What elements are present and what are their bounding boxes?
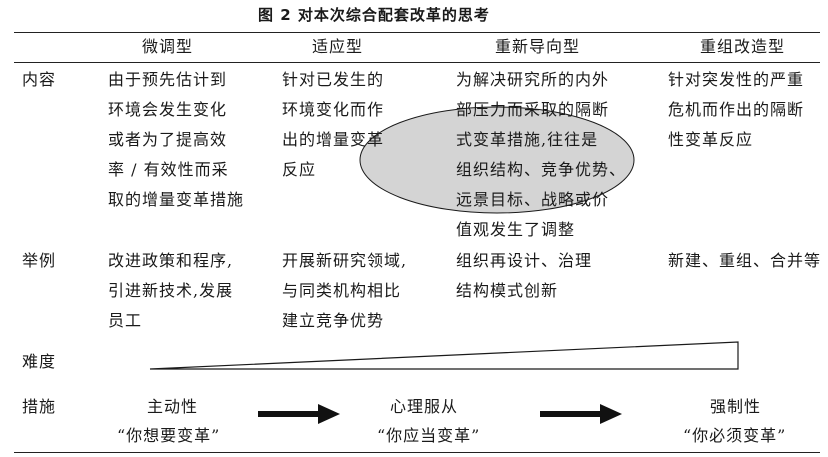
cell-line: 与同类机构相比 — [282, 281, 402, 300]
cell-line: 环境会发生变化 — [108, 100, 228, 119]
measure-quote-mandatory: “你必须变革” — [683, 426, 787, 445]
cell-line: 取的增量变革措施 — [108, 190, 245, 209]
cell-line: 式变革措施,往往是 — [456, 130, 599, 149]
cell-line: 开展新研究领域, — [282, 251, 408, 270]
arrow-right-icon-1 — [258, 404, 340, 424]
measure-quote-proactive: “你想要变革” — [117, 426, 221, 445]
cell-line: 出的增量变革 — [282, 130, 385, 149]
cell-line: 员工 — [108, 311, 143, 330]
measure-title-proactive: 主动性 — [147, 397, 199, 416]
content-cell-fine-tuning: 由于预先估计到 环境会发生变化 或者为了提高效 率 / 有效性而采 取的增量变革… — [108, 65, 244, 215]
cell-line: 部压力而采取的隔断 — [456, 100, 610, 119]
row-label-difficulty: 难度 — [22, 352, 57, 371]
cell-line: 组织再设计、治理 — [456, 251, 593, 270]
cell-line: 结构模式创新 — [456, 281, 559, 300]
cell-line: 引进新技术,发展 — [108, 281, 234, 300]
cell-line: 远景目标、战略或价 — [456, 190, 610, 209]
highlight-ellipse — [359, 106, 635, 214]
column-header-fine-tuning: 微调型 — [142, 37, 194, 56]
header-rule — [14, 62, 820, 63]
example-cell-fine-tuning: 改进政策和程序, 引进新技术,发展 员工 — [108, 246, 233, 336]
cell-line: 率 / 有效性而采 — [108, 160, 229, 179]
example-cell-reorientation: 组织再设计、治理 结构模式创新 — [456, 246, 592, 306]
content-cell-adaptive: 针对已发生的 环境变化而作 出的增量变革 反应 — [282, 65, 384, 185]
figure-caption: 图 2 对本次综合配套改革的思考 — [258, 6, 490, 24]
column-header-adaptive: 适应型 — [312, 37, 364, 56]
example-cell-restructuring: 新建、重组、合并等 — [668, 246, 821, 276]
column-header-restructuring: 重组改造型 — [700, 37, 786, 56]
table-top-rule — [14, 32, 820, 33]
cell-line: 反应 — [282, 160, 317, 179]
content-cell-restructuring: 针对突发性的严重 危机而作出的隔断 性变革反应 — [668, 65, 804, 155]
cell-line: 环境变化而作 — [282, 100, 385, 119]
row-label-content: 内容 — [22, 70, 57, 89]
cell-line: 性变革反应 — [668, 130, 754, 149]
cell-line: 为解决研究所的内外 — [456, 70, 610, 89]
cell-line: 针对突发性的严重 — [668, 70, 805, 89]
row-label-measures: 措施 — [22, 397, 57, 416]
cell-line: 由于预先估计到 — [108, 70, 228, 89]
cell-line: 值观发生了调整 — [456, 220, 576, 239]
content-cell-reorientation: 为解决研究所的内外 部压力而采取的隔断 式变革措施,往往是 组织结构、竞争优势、… — [456, 65, 626, 245]
arrow-right-icon-2 — [540, 404, 622, 424]
cell-line: 危机而作出的隔断 — [668, 100, 805, 119]
table-bottom-rule — [14, 452, 820, 453]
measure-title-mandatory: 强制性 — [710, 397, 762, 416]
row-label-example: 举例 — [22, 251, 57, 270]
difficulty-wedge — [149, 341, 739, 370]
cell-line: 组织结构、竞争优势、 — [456, 160, 627, 179]
cell-line: 建立竞争优势 — [282, 311, 385, 330]
cell-line: 或者为了提高效 — [108, 130, 228, 149]
cell-line: 针对已发生的 — [282, 70, 385, 89]
measure-title-compliance: 心理服从 — [390, 397, 459, 416]
column-header-reorientation: 重新导向型 — [495, 37, 581, 56]
cell-line: 改进政策和程序, — [108, 251, 234, 270]
cell-line: 新建、重组、合并等 — [668, 251, 822, 270]
example-cell-adaptive: 开展新研究领域, 与同类机构相比 建立竞争优势 — [282, 246, 407, 336]
measure-quote-compliance: “你应当变革” — [377, 426, 481, 445]
